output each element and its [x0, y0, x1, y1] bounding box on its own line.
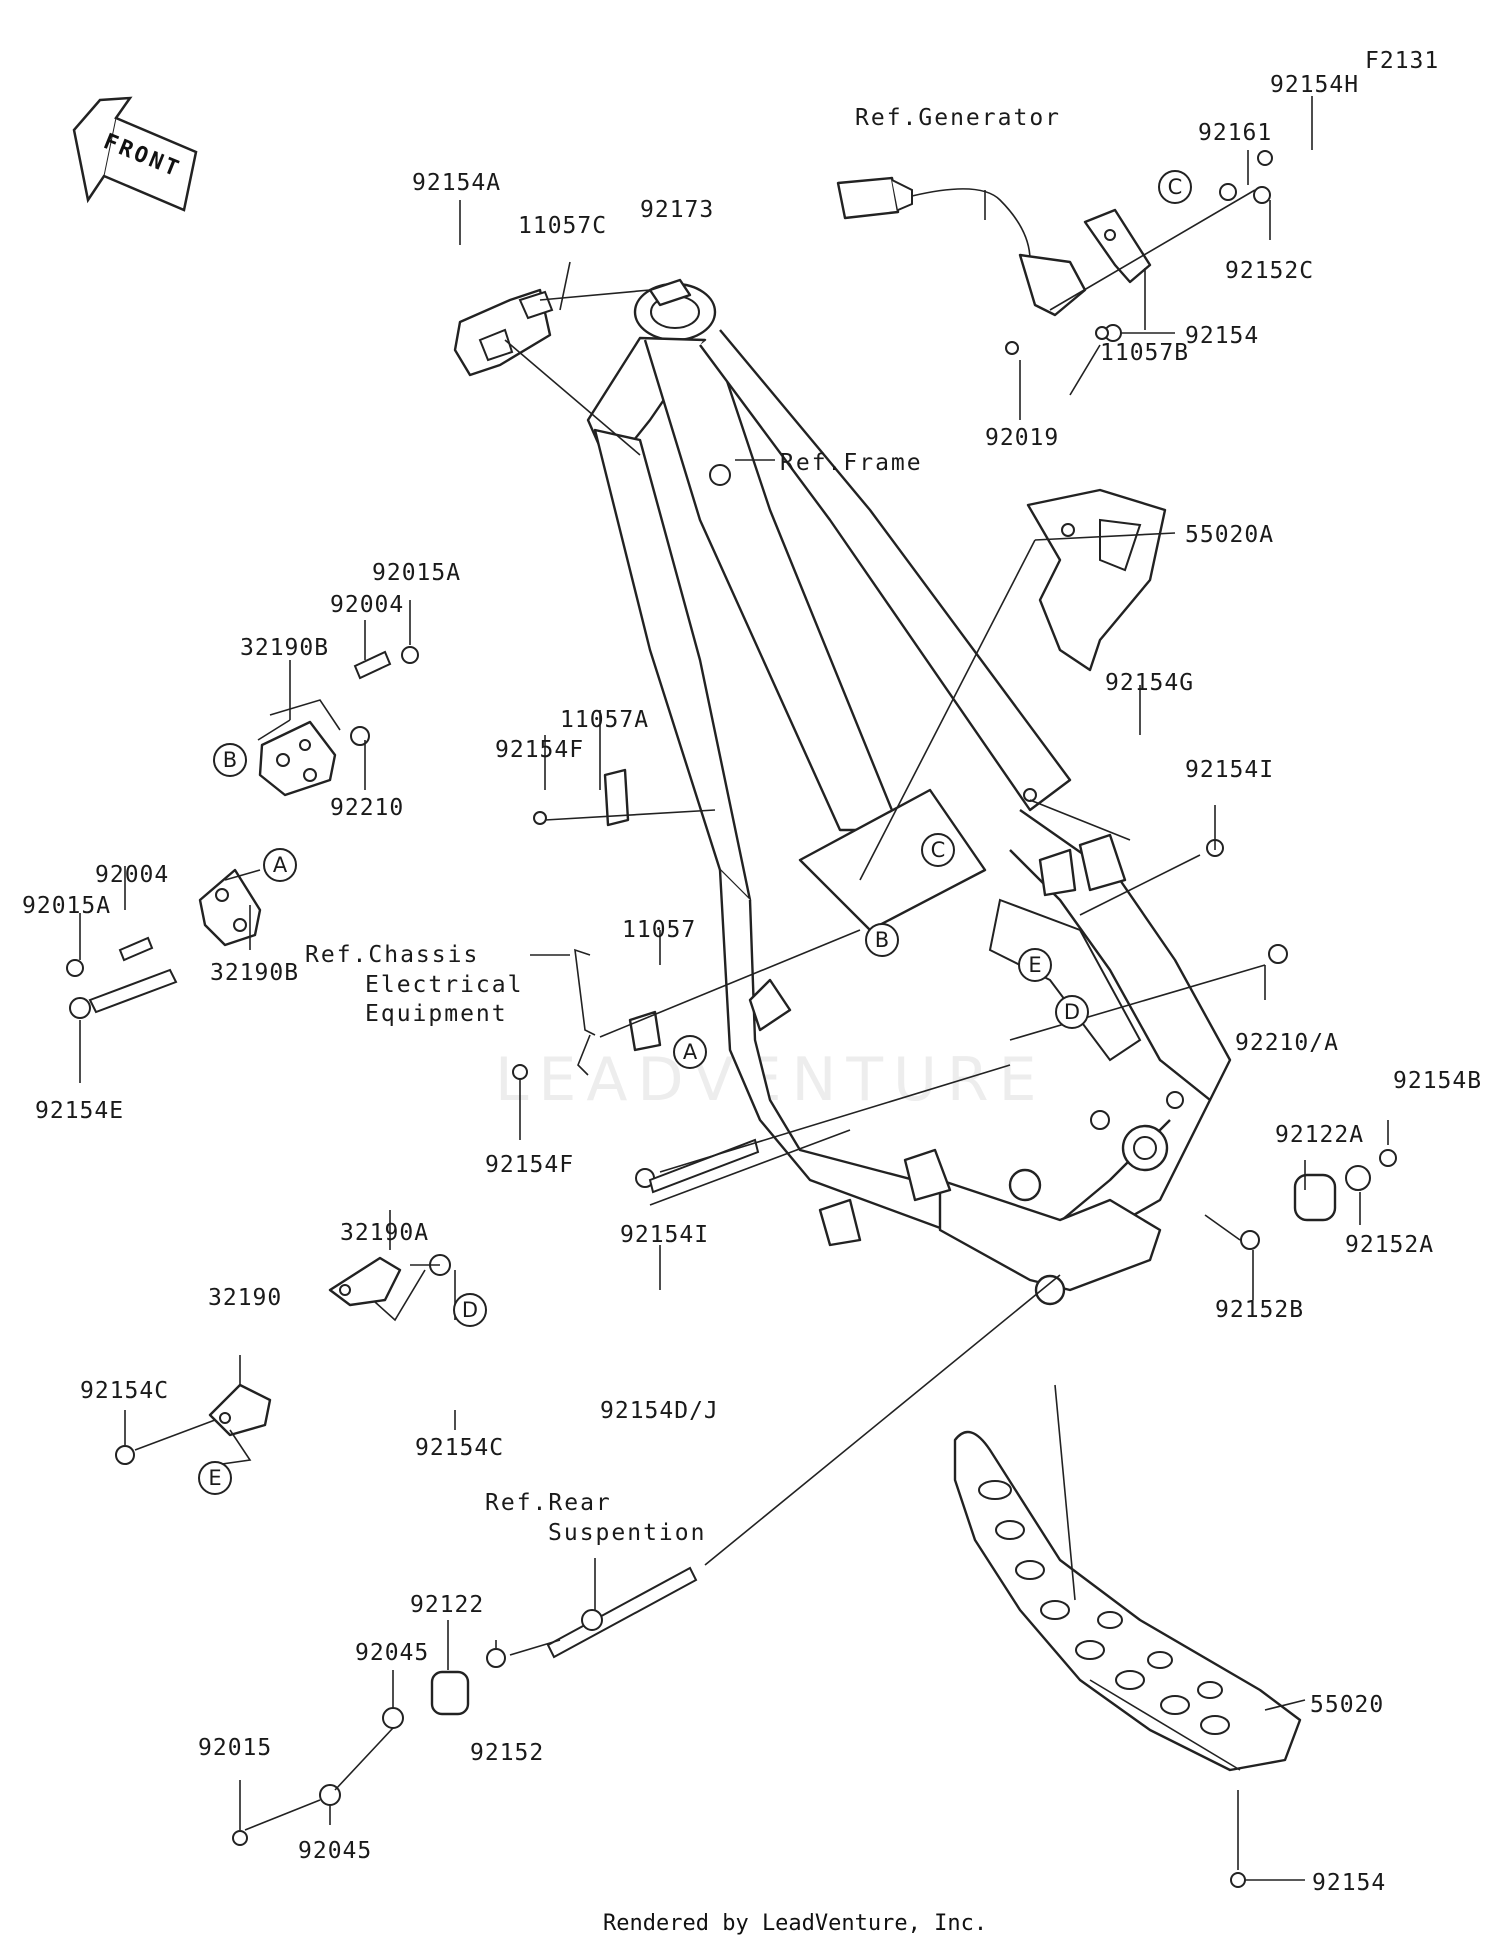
svg-text:E: E	[1028, 953, 1041, 977]
part-label: 92122	[410, 1592, 484, 1618]
ref-generator: Ref.Generator	[855, 105, 1061, 131]
ref-rear-line1: Ref.Rear	[485, 1490, 612, 1516]
part-labels: F2131 92154H 92161 92152C 11057B 92019 9…	[22, 48, 1482, 1896]
part-label: 92154D/J	[600, 1398, 719, 1424]
callout-e-frame: E	[1018, 948, 1052, 982]
engine-bracket-32190b-upper	[258, 646, 419, 797]
reference-labels: Ref.Generator Ref.Frame Ref.Chassis Elec…	[305, 105, 1061, 1546]
part-label: 11057A	[560, 707, 649, 733]
callout-c-frame: C	[921, 833, 955, 867]
callout-b-top: B	[213, 743, 247, 777]
part-label: 92004	[330, 592, 404, 618]
callout-d-frame: D	[1055, 995, 1089, 1029]
part-label: 92154H	[1270, 72, 1359, 98]
part-label: 92154I	[620, 1222, 709, 1248]
generator-connector	[836, 176, 1152, 317]
svg-text:A: A	[273, 853, 288, 877]
ref-chassis-line3: Equipment	[365, 1001, 508, 1027]
part-label: 11057C	[518, 213, 607, 239]
svg-text:D: D	[462, 1298, 478, 1322]
svg-text:C: C	[1168, 175, 1183, 199]
part-label: 55020	[1310, 1692, 1384, 1718]
callout-b-frame: B	[865, 923, 899, 957]
part-label: 92154F	[485, 1152, 574, 1178]
ref-rear-line2: Suspention	[548, 1520, 706, 1546]
ref-chassis-line2: Electrical	[365, 972, 523, 998]
part-label: 92015	[198, 1735, 272, 1761]
front-arrow-icon: FRONT	[72, 96, 198, 212]
part-label: 92154E	[35, 1098, 124, 1124]
part-label: 92154	[1185, 323, 1259, 349]
part-label: 92015A	[22, 893, 111, 919]
callout-a-mid: A	[263, 848, 297, 882]
part-label: 92152	[470, 1740, 544, 1766]
fasteners	[115, 150, 1397, 1888]
svg-text:A: A	[683, 1040, 698, 1064]
svg-text:E: E	[208, 1466, 221, 1490]
chain-guard	[1026, 488, 1167, 672]
svg-text:D: D	[1064, 1000, 1080, 1024]
frame	[586, 282, 1232, 1306]
engine-bracket-32190b-mid	[66, 868, 262, 1019]
part-label: 92161	[1198, 120, 1272, 146]
svg-text:B: B	[875, 928, 889, 952]
figure-code: F2131	[1365, 48, 1439, 74]
part-label: 92154A	[412, 170, 501, 196]
part-label: 11057B	[1100, 340, 1189, 366]
part-label: 55020A	[1185, 522, 1274, 548]
callout-d-low: D	[453, 1293, 487, 1327]
part-label: 92152C	[1225, 258, 1314, 284]
callout-a-frame: A	[673, 1035, 707, 1069]
part-label: 32190	[208, 1285, 282, 1311]
svg-text:C: C	[931, 838, 946, 862]
ref-frame: Ref.Frame	[780, 450, 923, 476]
leader-lines	[79, 96, 1389, 1881]
part-label: 92045	[298, 1838, 372, 1864]
skid-plate	[953, 1430, 1302, 1772]
part-label: 92210/A	[1235, 1030, 1339, 1056]
callout-c-top: C	[1158, 170, 1192, 204]
part-label: 92154B	[1393, 1068, 1482, 1094]
callout-e-low: E	[198, 1461, 232, 1495]
bracket-11057c	[453, 278, 692, 377]
ref-chassis-line1: Ref.Chassis	[305, 942, 479, 968]
part-label: 92154I	[1185, 757, 1274, 783]
part-label: 32190A	[340, 1220, 429, 1246]
part-label: 92122A	[1275, 1122, 1364, 1148]
part-label: 92045	[355, 1640, 429, 1666]
part-label: 32190B	[210, 960, 299, 986]
svg-text:B: B	[223, 748, 237, 772]
part-label: 32190B	[240, 635, 329, 661]
part-label: 92154C	[80, 1378, 169, 1404]
part-label: 92019	[985, 425, 1059, 451]
part-label: 92154	[1312, 1870, 1386, 1896]
part-label: 92015A	[372, 560, 461, 586]
part-label: 92173	[640, 197, 714, 223]
callout-circles: C B A C B E D A D E	[198, 170, 1192, 1495]
part-label: 92210	[330, 795, 404, 821]
part-label: 92154C	[415, 1435, 504, 1461]
part-label: 92154G	[1105, 670, 1194, 696]
footer-credit: Rendered by LeadVenture, Inc.	[603, 1911, 987, 1936]
part-label: 92154F	[495, 737, 584, 763]
part-label: 92152B	[1215, 1297, 1304, 1323]
part-label: 92004	[95, 862, 169, 888]
part-label: 92152A	[1345, 1232, 1434, 1258]
part-label: 11057	[622, 917, 696, 943]
